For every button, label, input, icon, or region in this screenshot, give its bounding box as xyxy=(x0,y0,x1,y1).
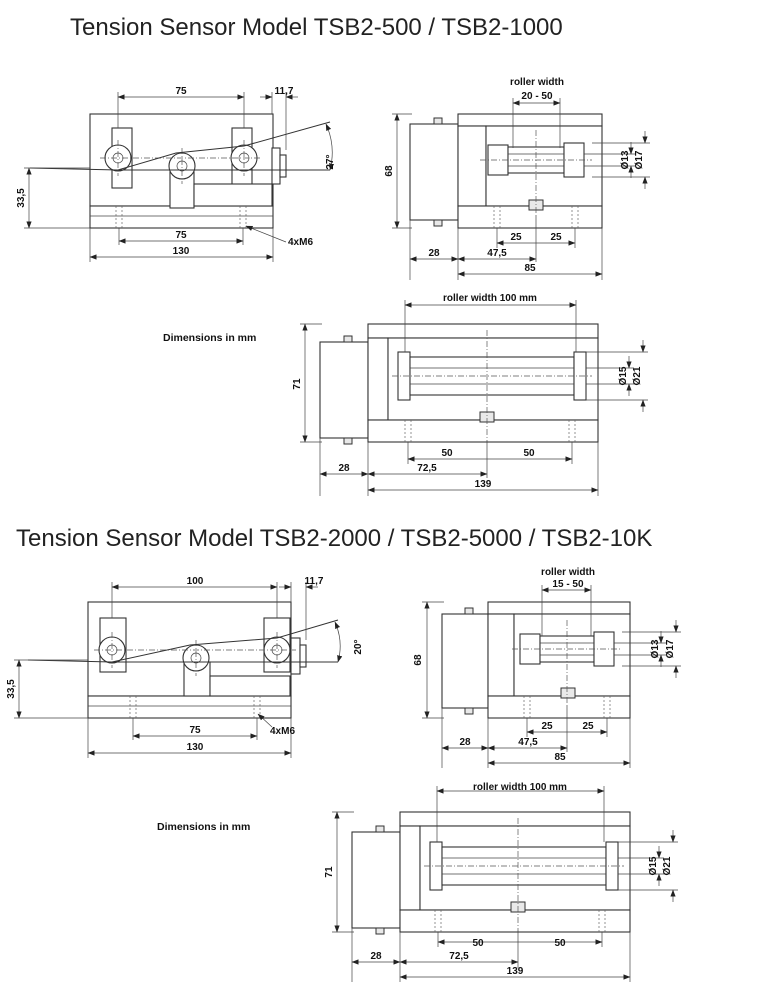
m1-side-hole-spacing: 75 xyxy=(175,230,187,241)
m1-side-height: 33,5 xyxy=(16,188,27,208)
model-1-end-view-wide: roller width 100 mm 71 Ø15 Ø21 50 50 28 … xyxy=(292,293,648,496)
m2-wide-roller-width: roller width 100 mm xyxy=(473,782,567,793)
m2-side-angle: 20° xyxy=(353,639,364,654)
model-2-title: Tension Sensor Model TSB2-2000 / TSB2-50… xyxy=(16,525,653,552)
model-2-end-view-wide: roller width 100 mm 71 Ø15 Ø21 50 50 28 … xyxy=(324,782,678,982)
m2-side-offset: 11,7 xyxy=(305,576,324,587)
m1-small-roller-width-label: roller width xyxy=(510,77,564,88)
model-1-side-view: 75 11,7 27° 33,5 75 130 4xM6 xyxy=(16,86,336,262)
m1-small-d2: Ø17 xyxy=(634,150,645,169)
m2-wide-d2: Ø21 xyxy=(662,856,673,875)
m1-wide-offset: 28 xyxy=(338,463,350,474)
m1-small-roller-width: 20 - 50 xyxy=(521,91,553,102)
m2-small-roller-width-label: roller width xyxy=(541,567,595,578)
m1-side-length: 130 xyxy=(173,246,190,257)
m1-wide-width: 139 xyxy=(475,479,492,490)
model-1-end-view-small: roller width 20 - 50 68 Ø13 Ø17 25 25 28… xyxy=(384,77,650,280)
m1-wide-height: 71 xyxy=(292,378,303,390)
m2-small-width: 85 xyxy=(554,752,566,763)
m1-wide-d1: Ø15 xyxy=(618,366,629,385)
m1-small-height: 68 xyxy=(384,165,395,177)
m2-wide-hole-a: 50 xyxy=(472,938,484,949)
m1-small-hole-b: 25 xyxy=(550,232,562,243)
m1-side-holes: 4xM6 xyxy=(288,237,313,248)
model-2-side-view: 100 11,7 20° 33,5 75 130 4xM6 xyxy=(6,576,364,758)
m1-small-width: 85 xyxy=(524,263,536,274)
m1-dimensions-note: Dimensions in mm xyxy=(163,332,256,344)
m2-wide-offset: 28 xyxy=(370,951,382,962)
m2-side-roller-spacing: 100 xyxy=(187,576,204,587)
m2-side-length: 130 xyxy=(187,742,204,753)
m2-small-offset: 28 xyxy=(459,737,471,748)
m2-dimensions-note: Dimensions in mm xyxy=(157,821,250,833)
m2-small-roller-width: 15 - 50 xyxy=(552,579,584,590)
m2-wide-width: 139 xyxy=(507,966,524,977)
model-1-title: Tension Sensor Model TSB2-500 / TSB2-100… xyxy=(70,14,563,41)
m1-small-offset: 28 xyxy=(428,248,440,259)
m1-wide-center: 72,5 xyxy=(417,463,437,474)
m2-small-hole-a: 25 xyxy=(541,721,553,732)
m1-wide-d2: Ø21 xyxy=(632,366,643,385)
m2-wide-center: 72,5 xyxy=(449,951,469,962)
m1-wide-hole-b: 50 xyxy=(523,448,535,459)
m1-side-offset: 11,7 xyxy=(275,86,294,97)
m1-side-angle: 27° xyxy=(325,154,336,169)
m2-side-height: 33,5 xyxy=(6,679,17,699)
m2-small-d2: Ø17 xyxy=(665,639,676,658)
m2-small-center: 47,5 xyxy=(518,737,538,748)
m2-side-holes: 4xM6 xyxy=(270,726,295,737)
m1-wide-roller-width: roller width 100 mm xyxy=(443,293,537,304)
m2-small-height: 68 xyxy=(413,654,424,666)
m2-wide-height: 71 xyxy=(324,866,335,878)
m1-small-center: 47,5 xyxy=(487,248,507,259)
m1-side-roller-spacing: 75 xyxy=(175,86,187,97)
m1-wide-hole-a: 50 xyxy=(441,448,453,459)
m2-small-hole-b: 25 xyxy=(582,721,594,732)
m2-side-hole-spacing: 75 xyxy=(189,725,201,736)
m1-small-hole-a: 25 xyxy=(510,232,522,243)
m2-wide-hole-b: 50 xyxy=(554,938,566,949)
m1-small-d1: Ø13 xyxy=(620,150,631,169)
m2-wide-d1: Ø15 xyxy=(648,856,659,875)
m2-small-d1: Ø13 xyxy=(650,639,661,658)
model-2-end-view-small: roller width 15 - 50 68 Ø13 Ø17 25 25 28… xyxy=(413,567,681,768)
